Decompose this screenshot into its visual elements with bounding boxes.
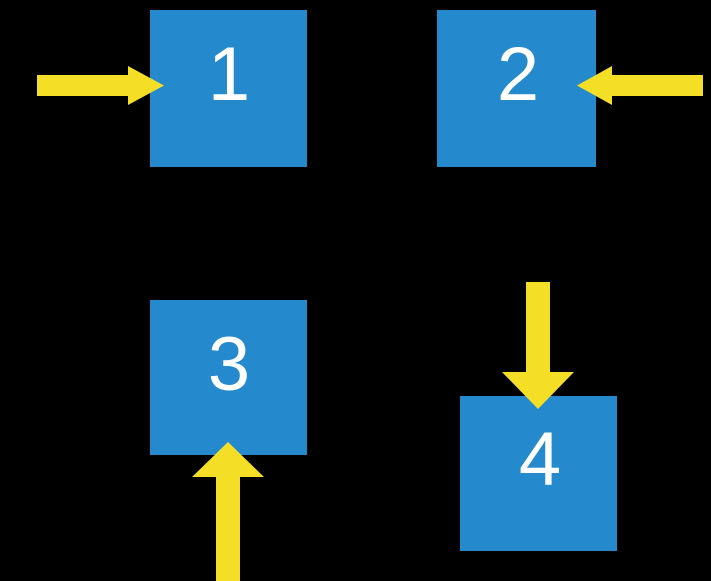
arrow-right-icon bbox=[37, 66, 164, 105]
arrow-left-icon bbox=[577, 66, 703, 105]
box-group-3[interactable]: 3 bbox=[150, 300, 307, 455]
box-group-4[interactable]: 4 bbox=[460, 396, 617, 551]
box-3[interactable] bbox=[150, 300, 307, 455]
box-2-label: 2 bbox=[497, 32, 539, 117]
arrow-down-icon bbox=[502, 282, 574, 409]
box-group-2[interactable]: 2 bbox=[437, 10, 596, 167]
box-group-1[interactable]: 1 bbox=[150, 10, 307, 167]
arrow-up-icon bbox=[192, 442, 264, 581]
box-2[interactable] bbox=[437, 10, 596, 167]
box-1[interactable] bbox=[150, 10, 307, 167]
box-4-label: 4 bbox=[519, 417, 561, 502]
box-4[interactable] bbox=[460, 396, 617, 551]
box-3-label: 3 bbox=[208, 322, 250, 407]
box-1-label: 1 bbox=[208, 32, 250, 117]
